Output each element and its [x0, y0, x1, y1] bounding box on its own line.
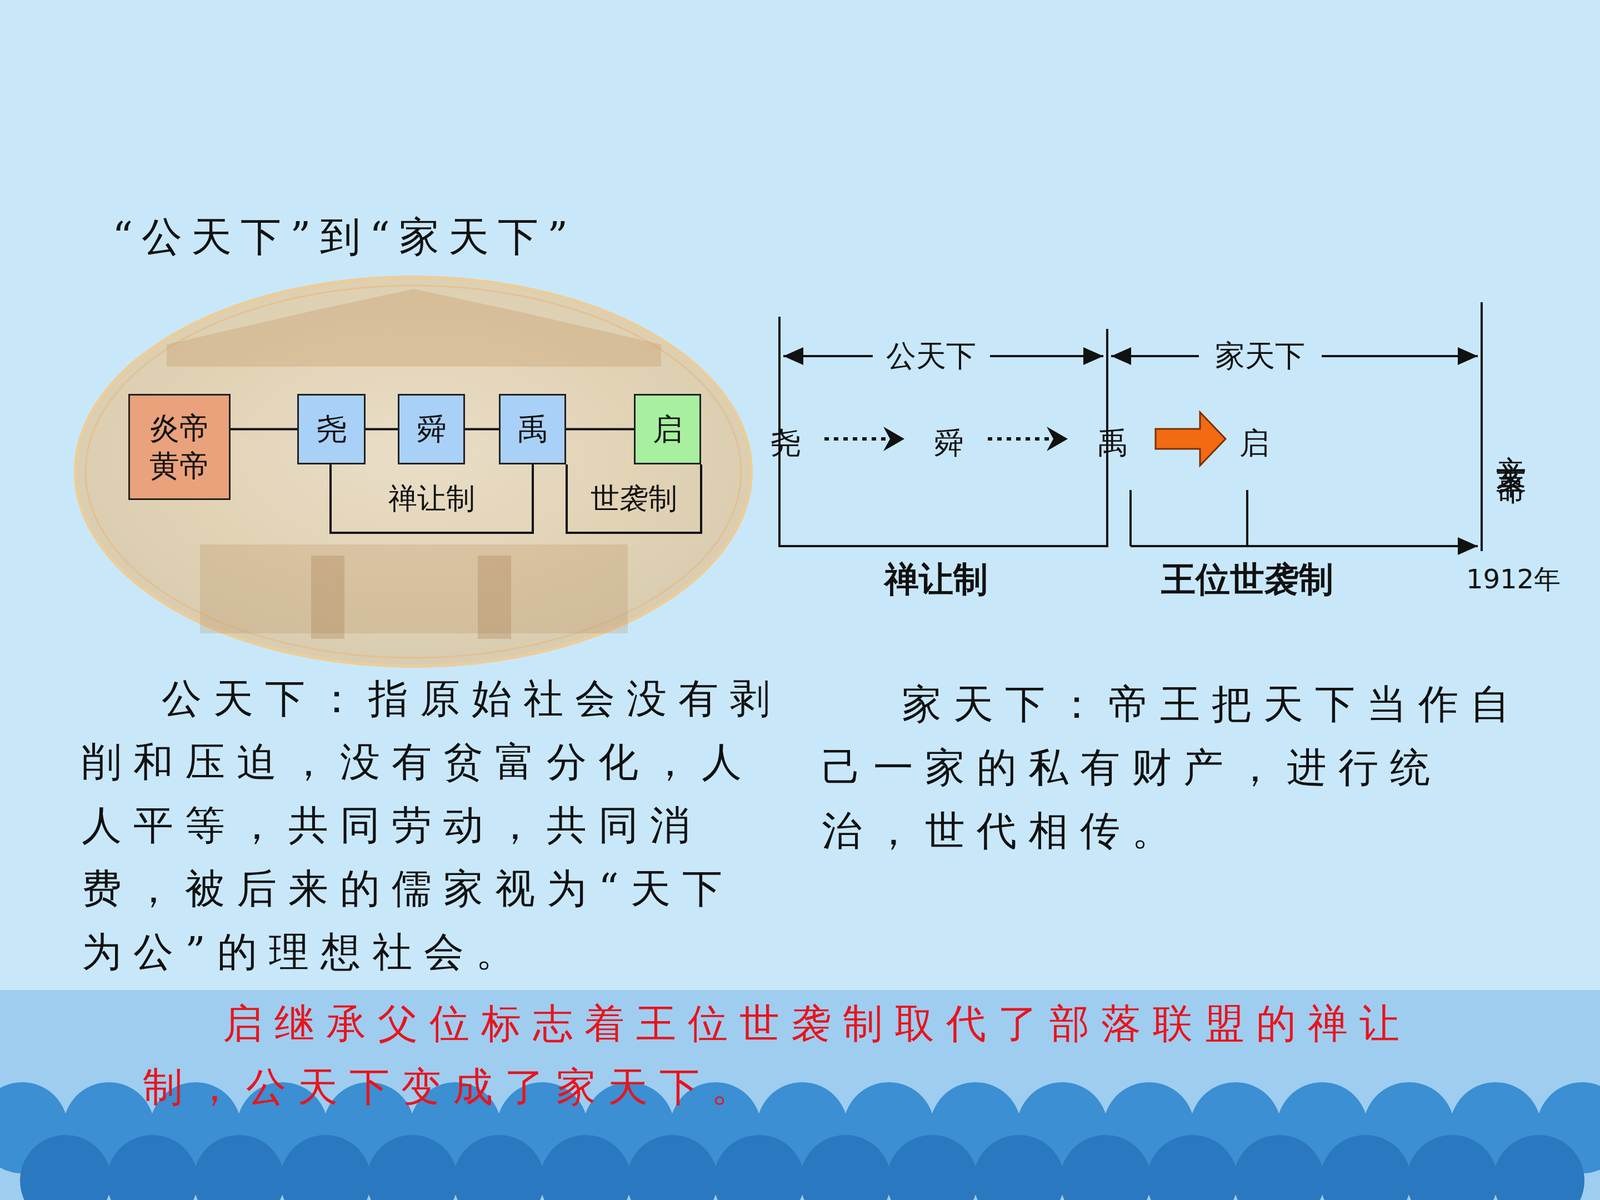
definition-text: 家天下：帝王把天下当作自己一家的私有财产，进行统治，世代相传。: [821, 672, 1522, 863]
system-label: 世袭制: [590, 479, 678, 519]
box-text: 禹: [517, 410, 548, 449]
ruler-box: 启: [633, 393, 702, 465]
ruler-name: 启: [1239, 423, 1270, 464]
year-label: 1912年: [1466, 561, 1561, 598]
wave-decoration: [20, 1135, 1585, 1200]
ruler-box: 尧: [297, 393, 366, 465]
box-text: 启: [652, 410, 683, 449]
system-label: 王位世袭制: [1161, 556, 1334, 603]
bracket: [330, 464, 702, 533]
ruler-name: 舜: [933, 423, 964, 464]
definition-text: 公天下：指原始社会没有剥削和压迫，没有贫富分化，人人平等，共同劳动，共同消费，被…: [81, 666, 782, 984]
block-arrow: [1155, 412, 1226, 466]
event-label: 辛亥革命: [1490, 431, 1532, 458]
ruler-box: 炎帝 黄帝: [128, 393, 231, 500]
ruler-name: 禹: [1097, 423, 1128, 464]
system-label: 禅让制: [884, 556, 988, 603]
faded-picture: [75, 277, 752, 667]
ruler-name: 尧: [770, 423, 801, 464]
ruler-box: 禹: [498, 393, 567, 465]
box-text: 炎帝 黄帝: [130, 409, 229, 485]
connector-line: [365, 428, 398, 431]
connector-line: [230, 428, 298, 431]
period-label: 公天下: [886, 336, 977, 377]
box-text: 舜: [416, 410, 447, 449]
timeline: [779, 302, 1482, 552]
conclusion-text: 启继承父位标志着王位世袭制取代了部落联盟的禅让制，公天下变成了家天下。: [142, 991, 1488, 1119]
slide-title: “公天下”到“家天下”: [112, 210, 577, 265]
box-text: 尧: [316, 410, 347, 449]
connector-line: [465, 428, 499, 431]
system-label: 禅让制: [388, 479, 475, 519]
period-label: 家天下: [1215, 336, 1305, 377]
connector-line: [566, 428, 634, 431]
ruler-box: 舜: [397, 393, 465, 465]
